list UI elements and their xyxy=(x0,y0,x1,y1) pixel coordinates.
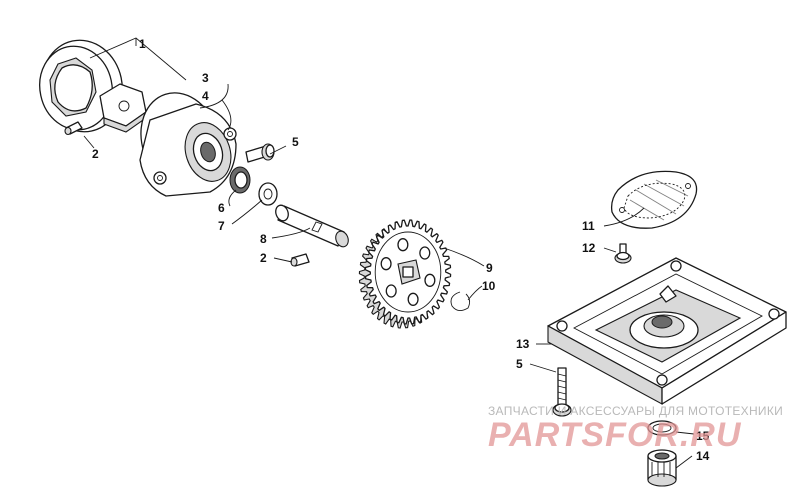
outer-rotor xyxy=(39,39,123,133)
callout-12: 12 xyxy=(582,241,596,255)
callout-11: 11 xyxy=(582,219,595,233)
dowel-pin-upper xyxy=(64,121,83,136)
callout-2-lower: 2 xyxy=(260,251,267,265)
o-ring xyxy=(647,420,677,436)
bolt-upper xyxy=(245,143,275,163)
driven-gear xyxy=(358,219,452,329)
callout-2-upper: 2 xyxy=(92,147,99,161)
oil-strainer-screen xyxy=(610,170,698,229)
callout-7: 7 xyxy=(218,219,225,233)
watermark-caption: ЗАПЧАСТИ И АКСЕССУАРЫ ДЛЯ МОТОТЕХНИКИ xyxy=(488,404,784,418)
pump-shaft xyxy=(275,204,349,248)
leader-lines xyxy=(83,37,695,469)
callout-6: 6 xyxy=(218,201,225,215)
callout-13: 13 xyxy=(516,337,530,351)
dowel-pin-lower xyxy=(290,253,310,267)
callout-5-lower: 5 xyxy=(516,357,523,371)
strainer-housing xyxy=(547,257,787,405)
inner-rotor xyxy=(99,83,147,133)
callout-8: 8 xyxy=(260,232,267,246)
callout-14: 14 xyxy=(696,449,710,463)
oil-seal xyxy=(229,166,251,194)
callout-3: 3 xyxy=(202,71,209,85)
drain-plug xyxy=(647,449,677,487)
callout-10: 10 xyxy=(482,279,496,293)
callout-1: 1 xyxy=(139,37,146,51)
callout-9: 9 xyxy=(486,261,493,275)
bolt-lower xyxy=(552,367,572,417)
screw-small xyxy=(614,243,632,264)
watermark-brand: PARTSFOR.RU xyxy=(488,416,742,454)
callout-4: 4 xyxy=(202,89,209,103)
pump-body xyxy=(139,92,237,197)
washer xyxy=(258,182,278,206)
callout-numbers: 1 2 3 4 5 6 7 8 2 9 10 11 12 13 5 15 14 xyxy=(92,37,710,463)
callout-15: 15 xyxy=(696,429,710,443)
callout-5-upper: 5 xyxy=(292,135,299,149)
circlip xyxy=(450,291,471,311)
